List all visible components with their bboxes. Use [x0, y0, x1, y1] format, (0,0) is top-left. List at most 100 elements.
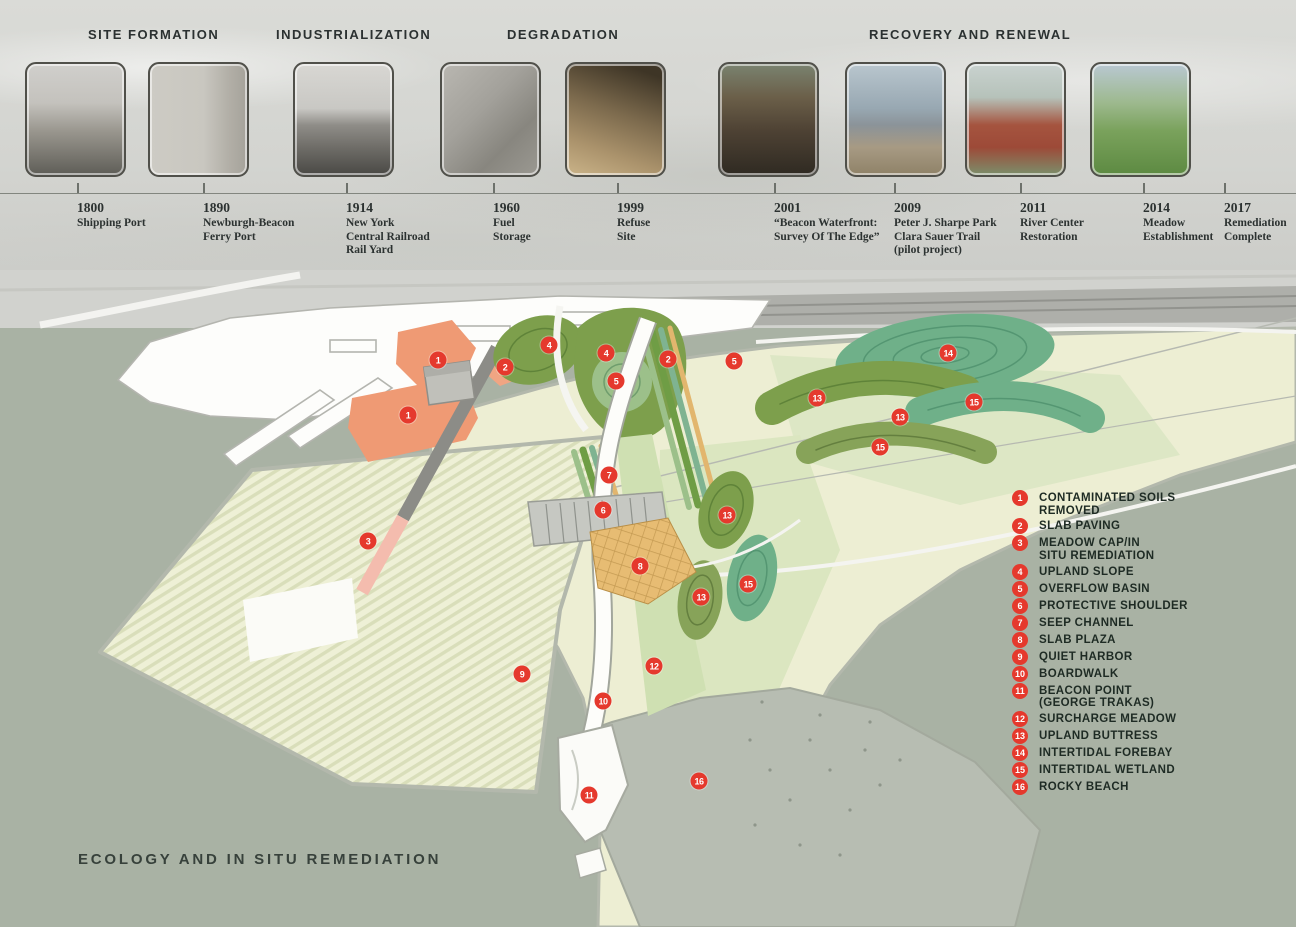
building: [422, 359, 476, 406]
legend-label: OVERFLOW BASIN: [1039, 582, 1151, 595]
legend-label: INTERTIDAL WETLAND: [1039, 763, 1176, 776]
legend-number-badge: 3: [1012, 535, 1028, 552]
map-marker: 3: [359, 532, 377, 550]
timeline-description: Refuse Site: [617, 217, 651, 243]
legend-number-badge: 1: [1012, 490, 1028, 506]
legend-item: 1 CONTAMINATED SOILS REMOVED: [1012, 489, 1296, 517]
legend-number-badge: 8: [1012, 631, 1028, 648]
timeline-year: 1999: [617, 200, 644, 215]
site-plan-map: [0, 270, 1296, 927]
legend-number-badge: 5: [1012, 580, 1028, 597]
map-marker: 13: [891, 408, 909, 426]
legend-label: ROCKY BEACH: [1039, 780, 1129, 793]
timeline-year: 1914: [346, 200, 373, 215]
legend: 1 CONTAMINATED SOILS REMOVED 2 SLAB PAVI…: [1012, 489, 1296, 795]
timeline-description: New York Central Railroad Rail Yard: [346, 217, 430, 257]
timeline-tick: [774, 183, 776, 193]
timeline-description: Newburgh-Beacon Ferry Port: [203, 217, 295, 243]
timeline-year: 2011: [1020, 200, 1047, 215]
map-marker: 13: [718, 506, 736, 524]
map-marker: 16: [690, 772, 708, 790]
phase-header: RECOVERY AND RENEWAL: [869, 27, 1071, 42]
legend-number-badge: 13: [1012, 727, 1028, 744]
legend-label: BOARDWALK: [1039, 667, 1119, 680]
map-marker: 4: [540, 336, 558, 354]
legend-number-badge: 15: [1012, 761, 1028, 778]
map-marker: 15: [739, 575, 757, 593]
legend-number-badge: 14: [1012, 744, 1028, 761]
map-marker: 6: [594, 501, 612, 519]
phase-header-label: SITE FORMATION: [88, 27, 220, 42]
beacon-point: [556, 723, 630, 879]
timeline-tick: [203, 183, 205, 193]
timeline-photo: [440, 62, 541, 177]
map-marker: 9: [513, 665, 531, 683]
timeline-tick: [894, 183, 896, 193]
timeline-photo: [718, 62, 819, 177]
map-marker: 5: [607, 372, 625, 390]
legend-number-badge: 16: [1012, 778, 1028, 795]
timeline-description: Meadow Establishment: [1143, 217, 1214, 243]
legend-label: SLAB PLAZA: [1039, 633, 1116, 646]
legend-label: SLAB PAVING: [1039, 520, 1121, 533]
legend-item: 5 OVERFLOW BASIN: [1012, 580, 1296, 597]
legend-item: 4 UPLAND SLOPE: [1012, 563, 1296, 580]
legend-item: 13 UPLAND BUTTRESS: [1012, 727, 1296, 744]
timeline-tick: [1143, 183, 1145, 193]
timeline-axis: [0, 193, 1296, 194]
legend-number-badge: 6: [1012, 597, 1028, 614]
legend-label: MEADOW CAP/IN SITU REMEDIATION: [1039, 537, 1155, 562]
map-marker: 1: [429, 351, 447, 369]
phase-header: SITE FORMATION: [88, 27, 219, 42]
meadow-cap-field: [98, 434, 616, 794]
buttress-wetland-bands: [755, 360, 1105, 464]
legend-label: UPLAND BUTTRESS: [1039, 729, 1159, 742]
legend-item: 12 SURCHARGE MEADOW: [1012, 710, 1296, 727]
rocky-beach: [560, 686, 1042, 927]
timeline-description: River Center Restoration: [1020, 217, 1084, 243]
timeline-photo: [1090, 62, 1191, 177]
timeline-description: Peter J. Sharpe Park Clara Sauer Trail (…: [894, 217, 997, 257]
legend-item: 11 BEACON POINT (GEORGE TRAKAS): [1012, 682, 1296, 710]
map-marker: 5: [725, 352, 743, 370]
legend-label: BEACON POINT (GEORGE TRAKAS): [1039, 684, 1155, 710]
legend-number-badge: 12: [1012, 710, 1028, 727]
timeline-tick: [617, 183, 619, 193]
legend-number-badge: 11: [1012, 682, 1028, 699]
map-marker: 15: [871, 438, 889, 456]
timeline-year: 1800: [77, 200, 104, 215]
timeline-year: 2009: [894, 200, 921, 215]
legend-item: 10 BOARDWALK: [1012, 665, 1296, 682]
timeline-year: 2014: [1143, 200, 1170, 215]
map-marker: 1: [399, 406, 417, 424]
timeline-year: 2001: [774, 200, 801, 215]
timeline-photo: [25, 62, 126, 177]
legend-label: QUIET HARBOR: [1039, 650, 1133, 663]
legend-label: PROTECTIVE SHOULDER: [1039, 599, 1188, 612]
phase-header: DEGRADATION: [507, 27, 619, 42]
timeline-description: Fuel Storage: [493, 217, 531, 243]
map-marker: 12: [645, 657, 663, 675]
legend-item: 9 QUIET HARBOR: [1012, 648, 1296, 665]
phase-header-label: RECOVERY AND RENEWAL: [869, 27, 1072, 42]
page-title: ECOLOGY AND IN SITU REMEDIATION: [78, 851, 442, 868]
map-marker: 13: [692, 588, 710, 606]
timeline-photo: [965, 62, 1066, 177]
map-marker: 2: [496, 358, 514, 376]
timeline-tick: [1020, 183, 1022, 193]
rail-spur: [397, 344, 503, 522]
timeline-year: 2017: [1224, 200, 1251, 215]
legend-number-badge: 2: [1012, 518, 1028, 535]
map-marker: 14: [939, 344, 957, 362]
timeline-year: 1890: [203, 200, 230, 215]
legend-item: 6 PROTECTIVE SHOULDER: [1012, 597, 1296, 614]
phase-header: INDUSTRIALIZATION: [276, 27, 431, 42]
legend-item: 14 INTERTIDAL FOREBAY: [1012, 744, 1296, 761]
legend-item: 2 SLAB PAVING: [1012, 517, 1296, 535]
map-marker: 11: [580, 786, 598, 804]
timeline-photo: [148, 62, 249, 177]
legend-item: 16 ROCKY BEACH: [1012, 778, 1296, 795]
legend-label: CONTAMINATED SOILS REMOVED: [1039, 492, 1176, 517]
timeline-tick: [346, 183, 348, 193]
